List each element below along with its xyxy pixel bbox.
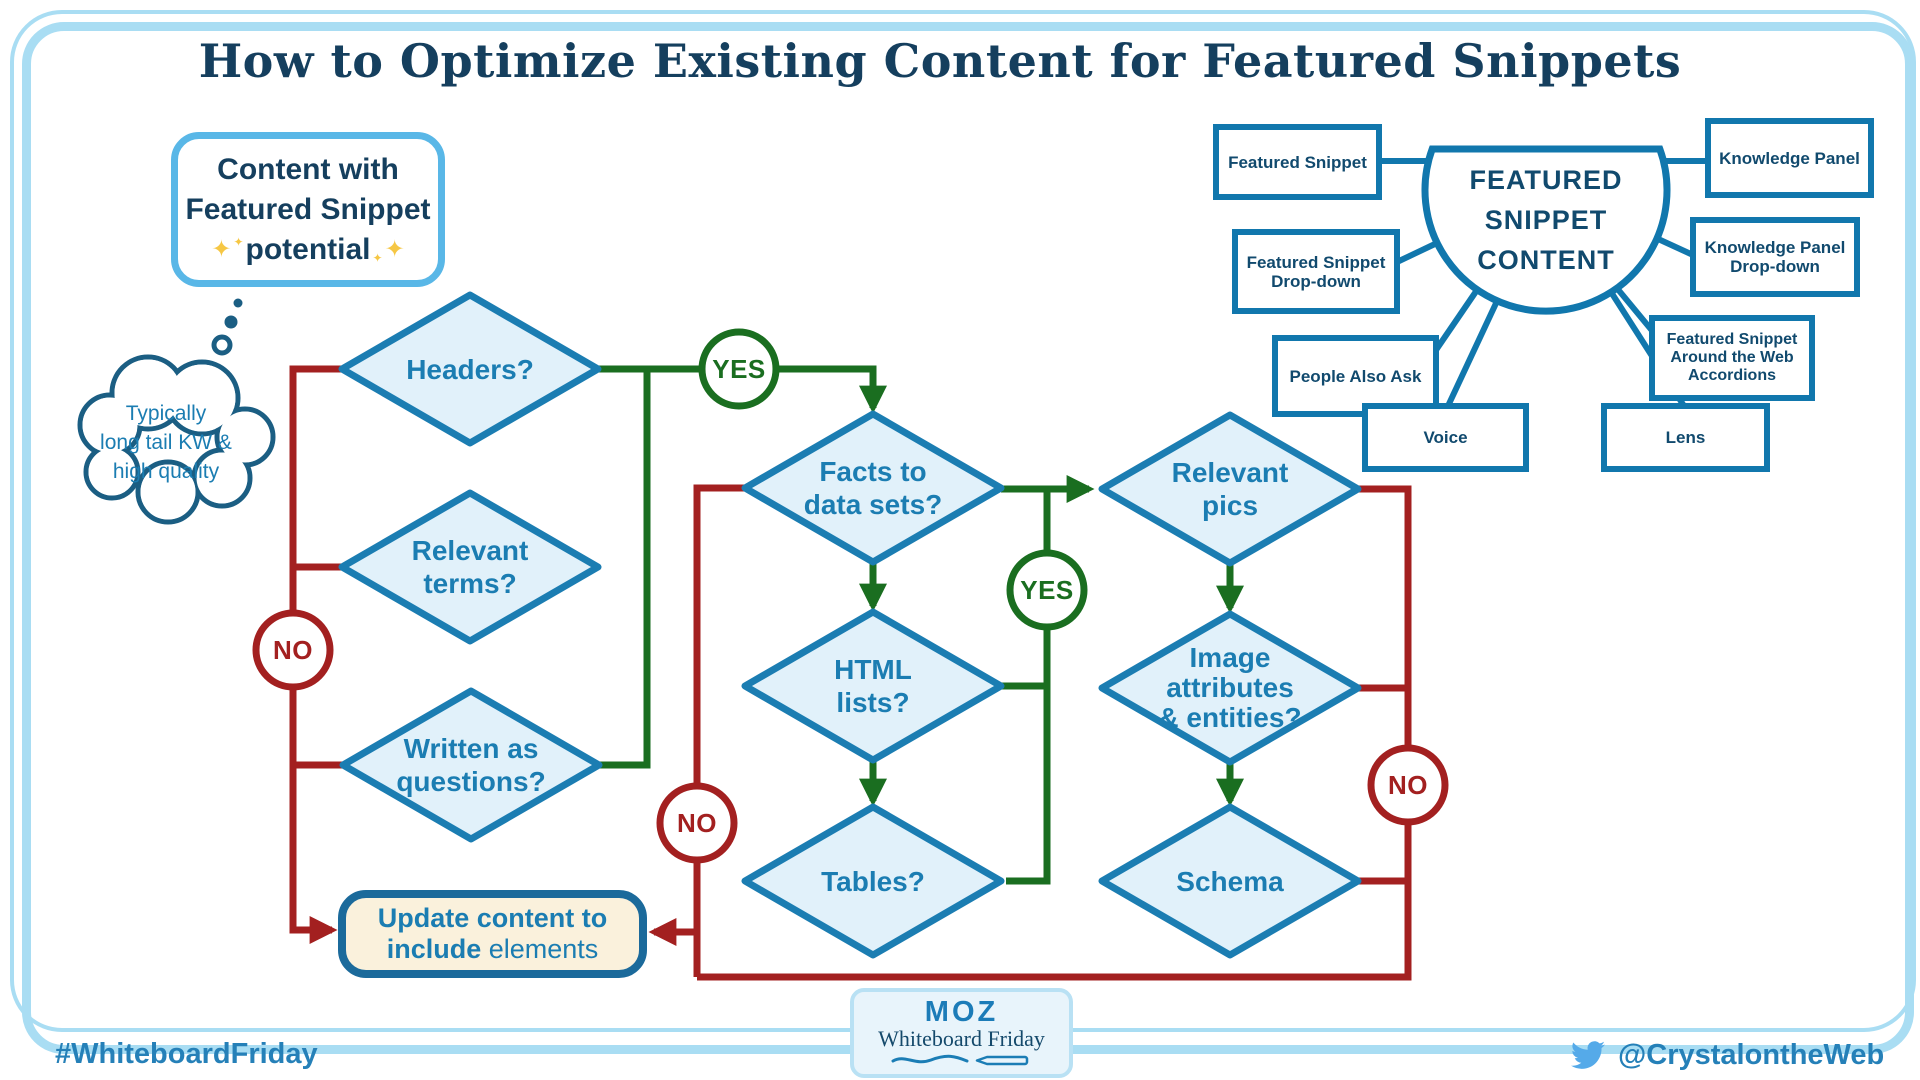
label-facts-to-data-sets: Facts to data sets?	[803, 456, 943, 520]
box-people-also-ask	[1272, 335, 1439, 417]
label-relevant-pics: Relevant pics	[1171, 457, 1289, 521]
no-label-2: NO	[677, 807, 717, 838]
diamond-written-as-questions	[339, 687, 603, 843]
box-knowledge-panel-dropdown	[1690, 217, 1860, 297]
no-label-3: NO	[1388, 769, 1428, 800]
sparkle-icon: ✦	[384, 235, 405, 263]
decision-diamonds	[338, 291, 1362, 959]
twitter-attribution: @CrystalontheWeb	[1568, 1038, 1884, 1072]
diamond-tables	[741, 803, 1005, 959]
label-tables: Tables?	[821, 865, 925, 897]
label-headers: Headers?	[406, 353, 534, 385]
diamond-schema	[1098, 803, 1362, 959]
start-line-1: Content with	[217, 152, 399, 186]
marker-squiggle-icon	[891, 1054, 1028, 1066]
whiteboard-friday-text: Whiteboard Friday	[878, 1026, 1045, 1051]
box-featured-snippet-dropdown	[1232, 229, 1400, 314]
yes-label-1: YES	[712, 353, 766, 384]
label-written-as-questions: Written as questions?	[396, 733, 546, 797]
start-line-2: Featured Snippet	[185, 192, 431, 226]
yes-label-2: YES	[1020, 574, 1074, 605]
decision-circles	[252, 328, 1449, 864]
box-featured-snippet	[1213, 124, 1382, 200]
sparkle-icon: ✦	[233, 234, 244, 249]
no-circle-1	[252, 609, 334, 691]
box-knowledge-panel	[1705, 118, 1874, 198]
yes-circle-1	[698, 328, 780, 410]
diamond-headers	[338, 291, 602, 447]
label-html-lists: HTML lists?	[834, 654, 912, 718]
label-schema: Schema	[1176, 865, 1284, 897]
label-knowledge-panel: Knowledge Panel	[1719, 148, 1860, 168]
mindmap-center-bowl	[1421, 145, 1671, 315]
label-image-attributes: Image attributes & entities?	[1158, 642, 1302, 733]
mindmap-center-label: FEATURED SNIPPET CONTENT	[1469, 165, 1623, 275]
start-node: Content with Featured Snippet ✦✦ potenti…	[171, 132, 445, 287]
label-featured-snippet-dropdown: Featured Snippet Drop-down	[1246, 252, 1386, 291]
no-circle-3	[1367, 744, 1449, 826]
no-label-1: NO	[273, 634, 313, 665]
diamond-relevant-terms	[338, 489, 602, 645]
update-content-node: Update content to include elements	[338, 890, 647, 978]
hashtag-text: #WhiteboardFriday	[55, 1038, 318, 1070]
thought-dots	[211, 298, 243, 356]
page-title: How to Optimize Existing Content for Fea…	[198, 34, 1682, 88]
label-relevant-terms: Relevant terms?	[411, 535, 529, 599]
thought-cloud	[77, 354, 276, 525]
twitter-handle-text: @CrystalontheWeb	[1618, 1038, 1885, 1071]
label-lens: Lens	[1665, 428, 1706, 447]
mindmap-boxes	[1213, 118, 1874, 472]
label-featured-snippet: Featured Snippet	[1228, 152, 1367, 172]
box-voice	[1362, 403, 1529, 472]
thought-cloud-text: Typically long tail KW & high quality	[100, 401, 232, 483]
diamond-facts-to-data-sets	[741, 410, 1005, 566]
sparkle-icon: ✦	[372, 250, 383, 265]
label-knowledge-panel-dropdown: Knowledge Panel Drop-down	[1704, 238, 1846, 276]
no-path-lines	[289, 365, 1412, 981]
twitter-bird-icon	[1571, 1041, 1605, 1069]
label-voice: Voice	[1423, 428, 1468, 447]
sparkle-icon: ✦	[211, 235, 232, 263]
start-line-3: ✦✦ potential ✦✦	[211, 232, 405, 266]
diamond-html-lists	[741, 608, 1005, 764]
box-fs-around-the-web	[1649, 315, 1815, 401]
label-fs-around-the-web: Featured Snippet Around the Web Accordio…	[1666, 331, 1798, 384]
no-circle-2	[656, 782, 738, 864]
label-people-also-ask: People Also Ask	[1289, 366, 1422, 386]
diamond-image-attributes	[1098, 610, 1362, 766]
diamond-relevant-pics	[1098, 411, 1362, 567]
moz-brand-text: MOZ	[924, 996, 999, 1028]
yes-circle-2	[1006, 549, 1088, 631]
box-lens	[1601, 403, 1770, 472]
moz-whiteboard-friday-logo: MOZ Whiteboard Friday	[850, 988, 1073, 1078]
